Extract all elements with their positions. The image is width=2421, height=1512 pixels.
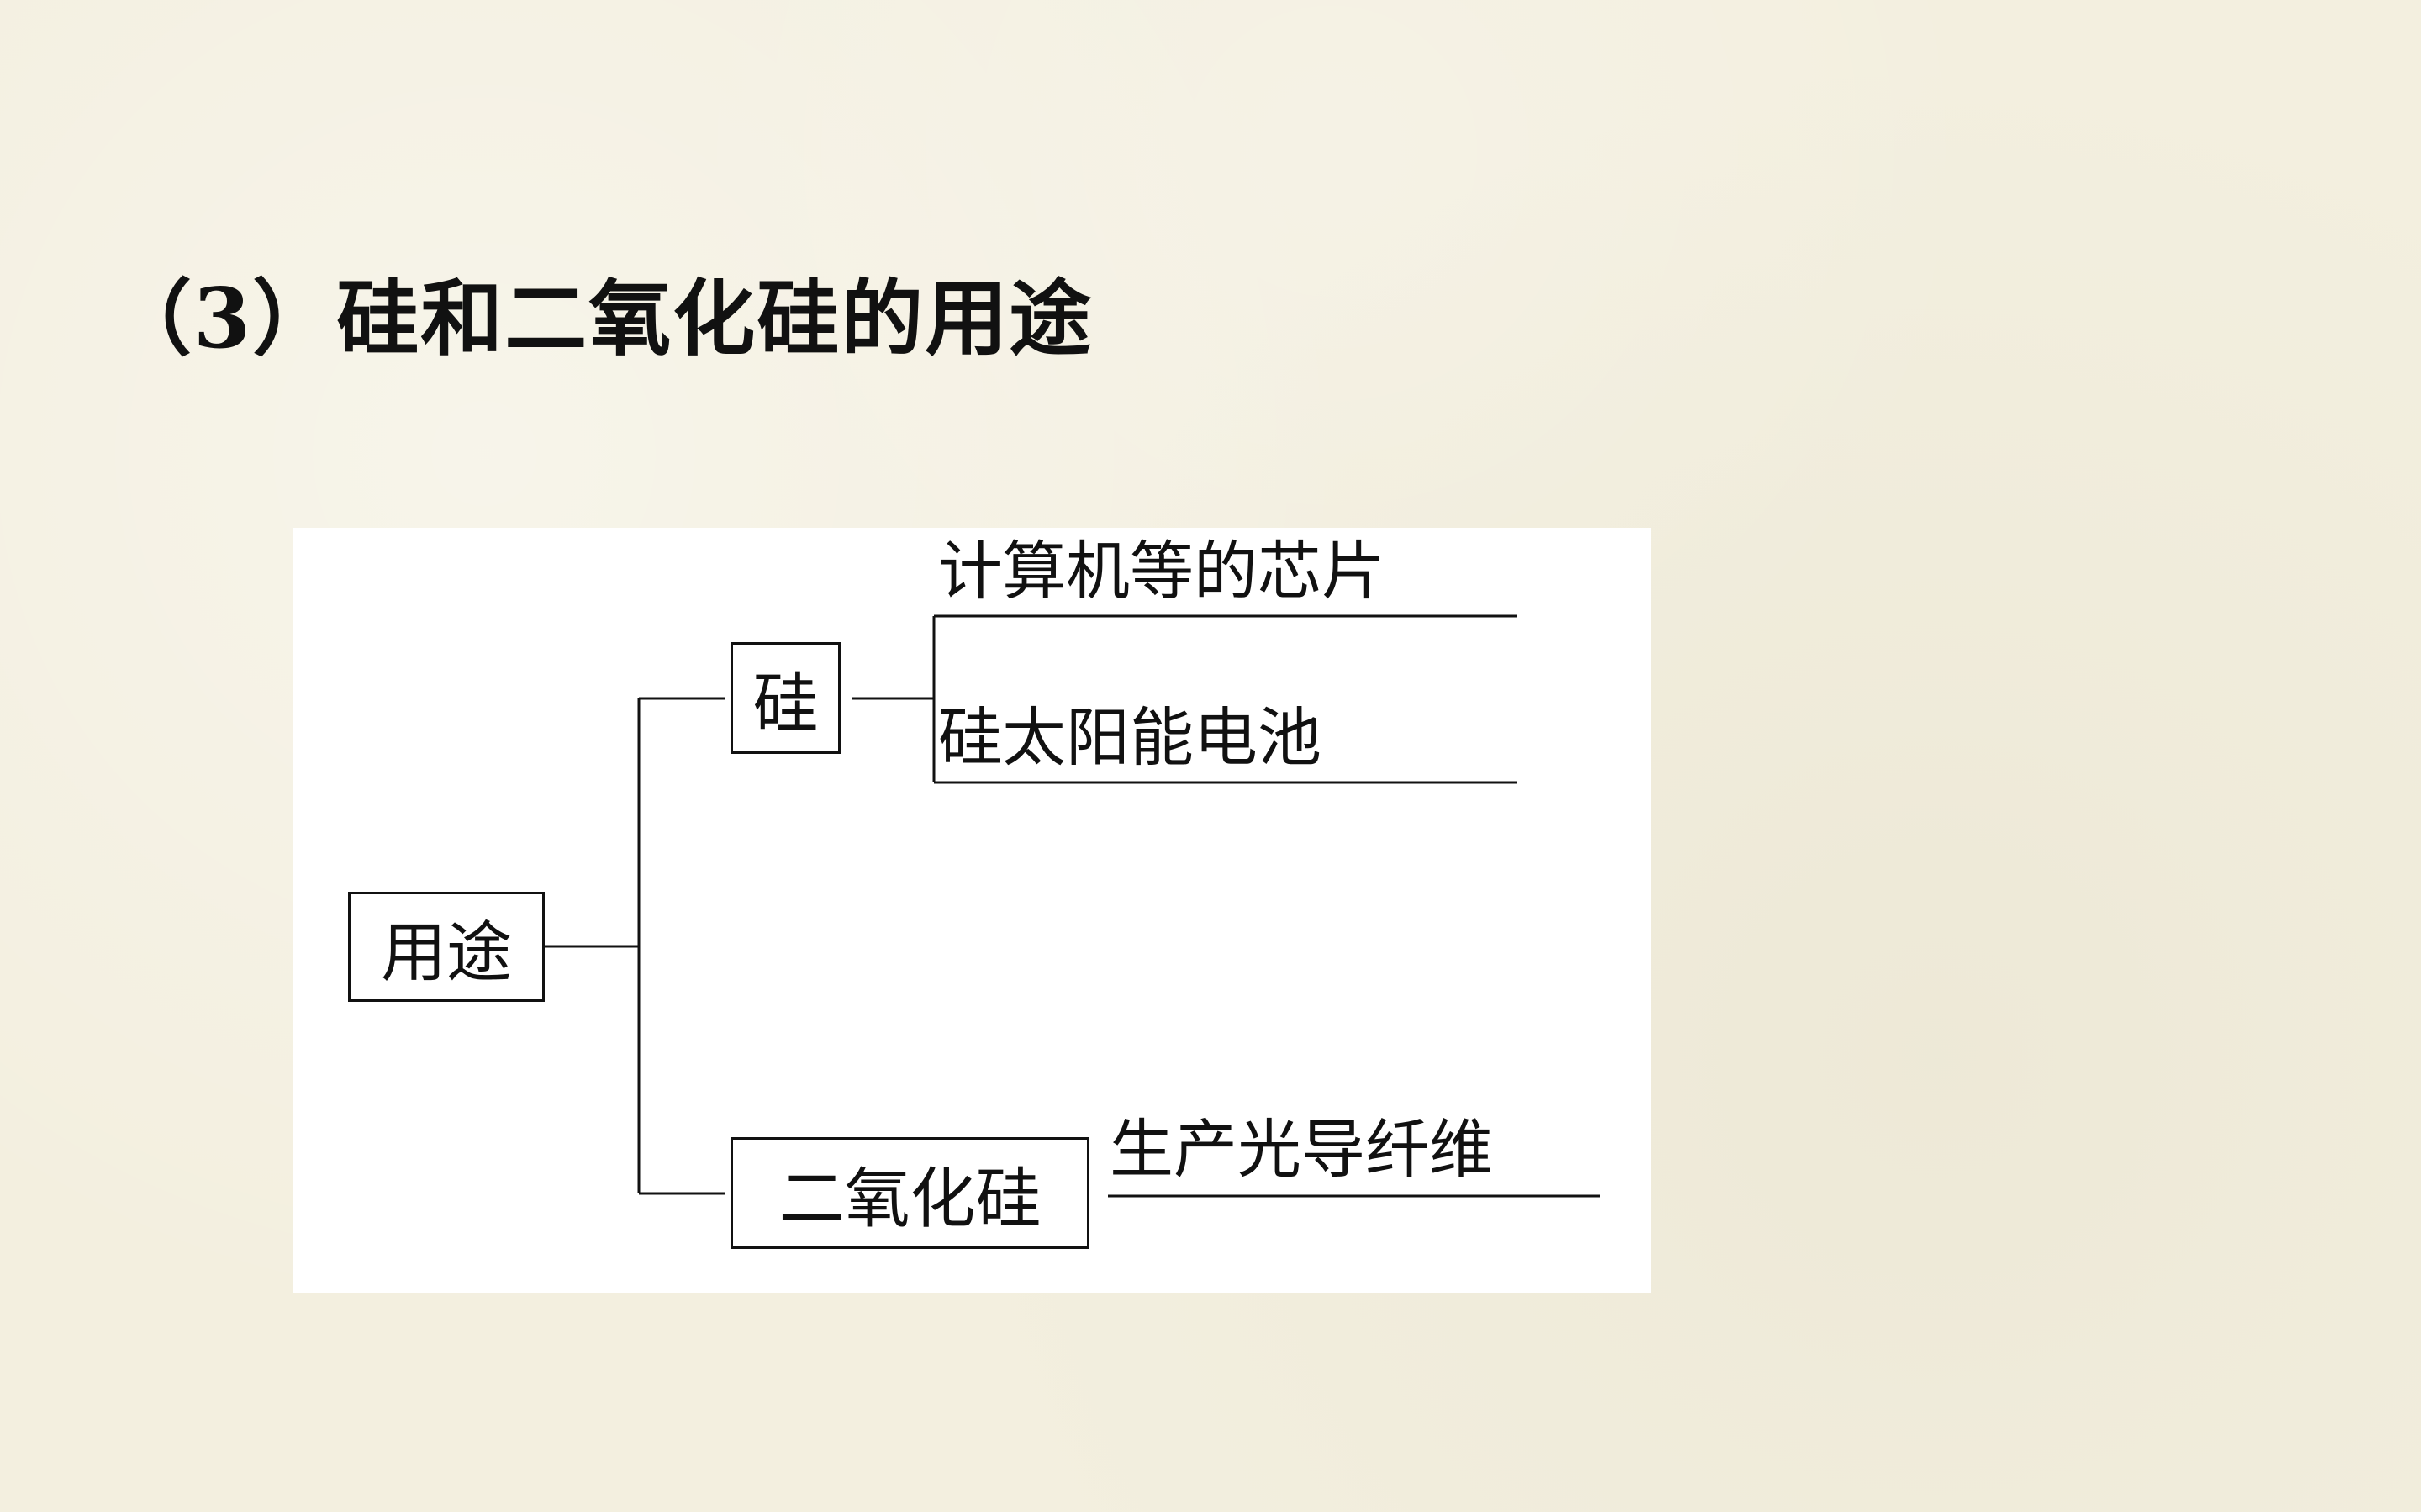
use-solar-cell-label: 硅太阳能电池 — [938, 700, 1321, 775]
use-chip-label: 计算机等的芯片 — [938, 534, 1385, 608]
root-node: 用途 — [348, 892, 545, 1002]
silicon-node: 硅 — [731, 642, 841, 754]
uses-tree-diagram: 用途 硅 二氧化硅 计算机等的芯片 硅太阳能电池 生产光导纤维 — [293, 528, 1651, 1293]
tree-connector-lines — [545, 614, 1600, 1198]
slide-title: （3）硅和二氧化硅的用途 — [109, 271, 1094, 367]
use-optical-fiber-label: 生产光导纤维 — [1110, 1112, 1493, 1187]
silica-node: 二氧化硅 — [731, 1137, 1089, 1249]
silicon-node-label: 硅 — [752, 666, 819, 742]
root-node-label: 用途 — [380, 914, 512, 991]
silica-node-label: 二氧化硅 — [778, 1161, 1042, 1237]
